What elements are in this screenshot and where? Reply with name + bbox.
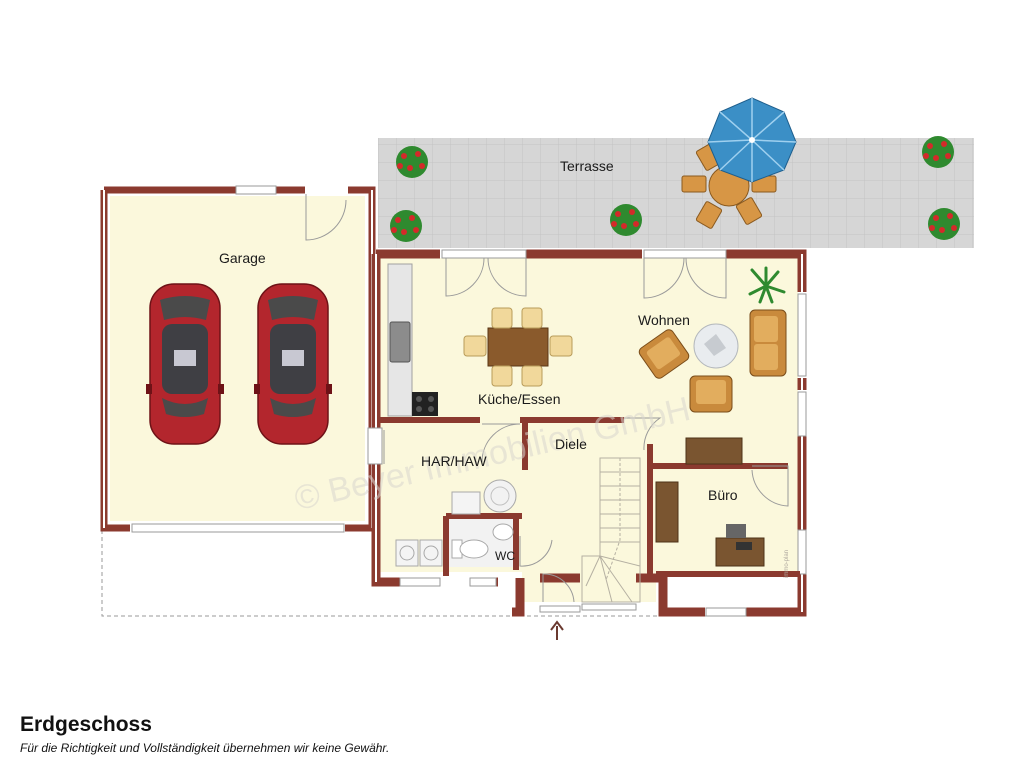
site-boundary bbox=[101, 530, 806, 617]
flower-pot-3 bbox=[610, 204, 642, 236]
car-left bbox=[146, 283, 224, 445]
garage-connecting-door bbox=[367, 427, 383, 465]
label-garage: Garage bbox=[219, 250, 266, 266]
terrace-area bbox=[378, 138, 974, 248]
kitchen-counter bbox=[387, 263, 438, 417]
floor-title: Erdgeschoss bbox=[20, 713, 152, 736]
garage-side-door bbox=[305, 194, 347, 241]
terrace-door-right bbox=[643, 249, 727, 259]
window-south-stairs bbox=[581, 603, 637, 611]
water-heater bbox=[483, 479, 517, 513]
window-south-har bbox=[399, 577, 441, 587]
armchair-bottom bbox=[689, 375, 733, 413]
flower-pot-4 bbox=[922, 136, 954, 168]
door-swings bbox=[383, 257, 789, 603]
utility-sink bbox=[451, 491, 481, 515]
interior-walls bbox=[380, 417, 800, 577]
wc-washbasin bbox=[492, 523, 514, 541]
label-wohnen: Wohnen bbox=[638, 312, 690, 328]
label-har-haw: HAR/HAW bbox=[421, 453, 487, 469]
flower-pot-2 bbox=[390, 210, 422, 242]
sofa bbox=[749, 309, 787, 377]
plan-stamp: immo-plan bbox=[784, 550, 790, 578]
entrance-door bbox=[539, 605, 581, 613]
armchair-left bbox=[638, 329, 690, 379]
washing-machines bbox=[395, 539, 443, 567]
window-east-mid bbox=[797, 391, 807, 437]
car-right bbox=[254, 283, 332, 445]
parasol bbox=[707, 97, 797, 183]
plant-living bbox=[748, 266, 786, 304]
label-wc: WC bbox=[495, 549, 515, 563]
floor-plan: © Beyer Immobilien GmbH immo-plan Terras… bbox=[100, 97, 974, 640]
desk bbox=[715, 524, 765, 567]
bookshelf bbox=[655, 481, 679, 543]
entrance-arrow bbox=[550, 620, 564, 640]
flower-pot-5 bbox=[928, 208, 960, 240]
staircase bbox=[581, 457, 641, 603]
label-diele: Diele bbox=[555, 436, 587, 452]
terrace-door-left bbox=[441, 249, 527, 259]
toilet bbox=[451, 539, 489, 559]
garage-door-opening bbox=[131, 523, 345, 533]
label-buero: Büro bbox=[708, 487, 738, 503]
coffee-table bbox=[693, 323, 739, 369]
sideboard bbox=[685, 437, 743, 465]
disclaimer-text: Für die Richtigkeit und Vollständigkeit … bbox=[20, 741, 390, 755]
window-south-buero bbox=[705, 607, 747, 617]
label-terrasse: Terrasse bbox=[560, 158, 614, 174]
garage-window bbox=[235, 185, 277, 195]
window-south-wc bbox=[469, 577, 497, 587]
window-east-top bbox=[797, 293, 807, 377]
flower-pot-1 bbox=[396, 146, 428, 178]
dining-table bbox=[463, 307, 573, 387]
label-kueche-essen: Küche/Essen bbox=[478, 391, 561, 407]
window-east-bottom bbox=[797, 529, 807, 575]
